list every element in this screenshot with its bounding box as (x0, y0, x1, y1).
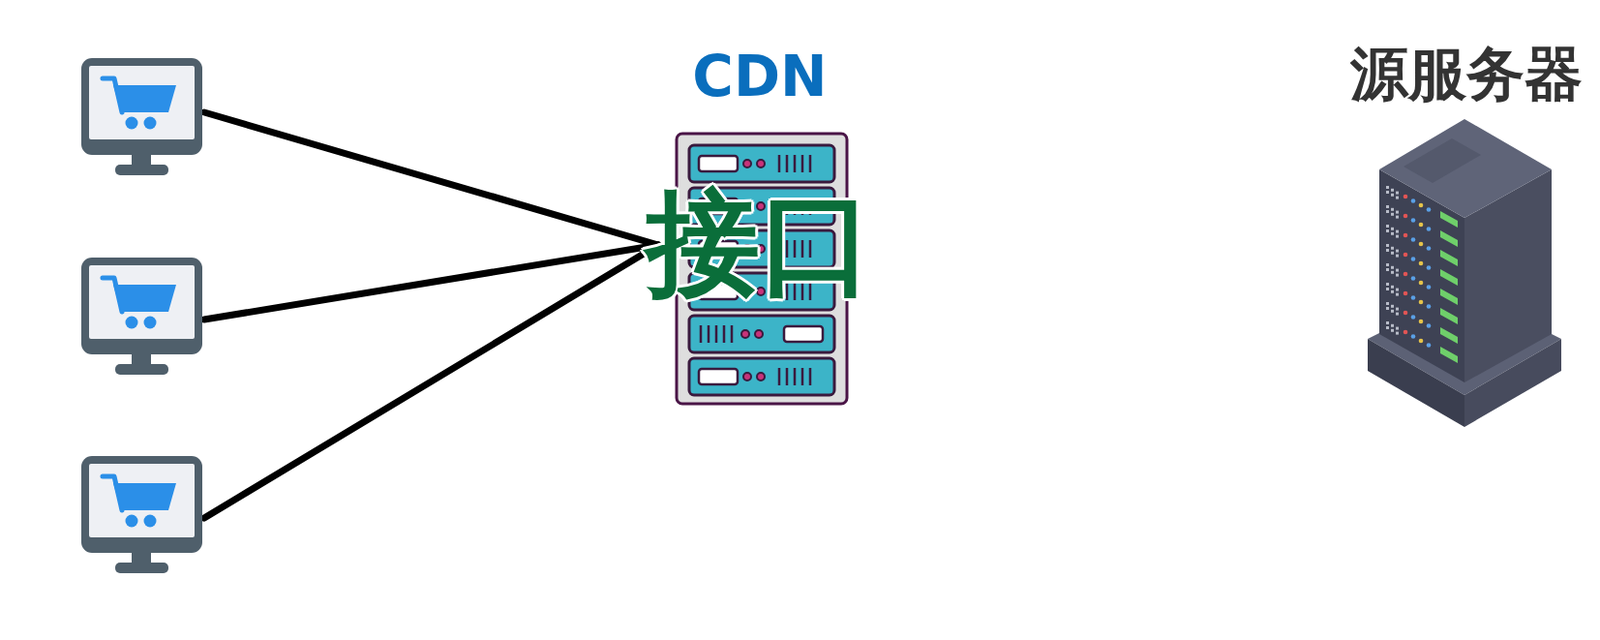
cdn-node: CDN 接口 (614, 38, 906, 417)
node-heading: 源服务器 (1335, 44, 1598, 103)
client-computer (81, 58, 203, 176)
overlay-label: 接口 (614, 185, 906, 301)
origin-server (1367, 119, 1562, 427)
client-computer (81, 455, 203, 574)
client-lines (204, 112, 659, 518)
client-computer (81, 257, 203, 375)
origin-server-node: 源服务器 (1335, 38, 1598, 436)
node-heading: CDN (614, 48, 906, 105)
